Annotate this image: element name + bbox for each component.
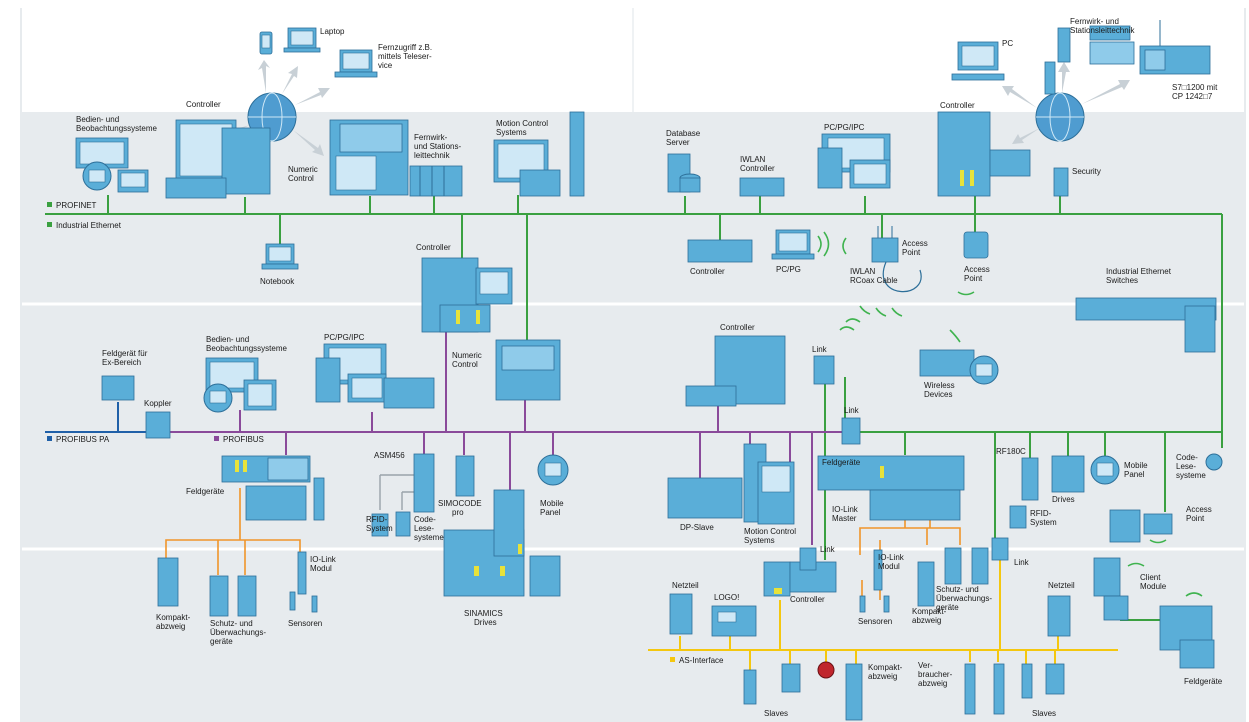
label-wireless-devices: WirelessDevices bbox=[924, 381, 955, 399]
controller-eth-device bbox=[688, 240, 752, 262]
simocode-device bbox=[456, 456, 474, 496]
label-netzteil-left: Netzteil bbox=[672, 581, 699, 590]
code-reader-right bbox=[1206, 454, 1222, 470]
label-controller-right-mid: Controller bbox=[720, 323, 755, 332]
label-netzteil-right: Netzteil bbox=[1048, 581, 1075, 590]
label-feldgeraete-mid: Feldgeräte bbox=[822, 458, 861, 467]
pc-icon bbox=[952, 42, 1004, 80]
iwlan-controller-device bbox=[740, 178, 784, 196]
label-sensoren-right: Sensoren bbox=[858, 617, 892, 626]
asm456-device bbox=[414, 454, 434, 512]
legend-profibus-pa: PROFIBUS PA bbox=[56, 435, 110, 444]
kompakt-left-device bbox=[158, 558, 178, 606]
link-a-device bbox=[814, 356, 834, 384]
label-dp-slave: DP-Slave bbox=[680, 523, 714, 532]
label-laptop: Laptop bbox=[320, 27, 345, 36]
profinet-marker bbox=[47, 202, 52, 207]
label-link-d: Link bbox=[1014, 558, 1030, 567]
label-logo: LOGO! bbox=[714, 593, 739, 602]
label-rf180c: RF180C bbox=[996, 447, 1026, 456]
rf180c-device bbox=[1022, 458, 1038, 500]
label-asm456: ASM456 bbox=[374, 451, 405, 460]
numeric-control-top bbox=[330, 120, 408, 195]
internet-globe-right bbox=[1036, 93, 1084, 141]
pc-pg-ipc-top bbox=[818, 134, 890, 188]
laptop-icon bbox=[284, 28, 320, 52]
as-interface-marker bbox=[670, 657, 675, 662]
legend-as-interface: AS-Interface bbox=[679, 656, 724, 665]
link-c-device bbox=[800, 548, 816, 570]
drives-device bbox=[1052, 456, 1084, 492]
label-security: Security bbox=[1072, 167, 1101, 176]
profibus-pa-marker bbox=[47, 436, 52, 441]
numeric-control-mid bbox=[496, 340, 560, 400]
pc-pg-icon bbox=[772, 230, 814, 259]
label-io-link-master: IO-LinkMaster bbox=[832, 505, 859, 523]
netzteil-left-device bbox=[670, 594, 692, 634]
controller-top-left bbox=[166, 120, 270, 198]
label-controller-mid: Controller bbox=[416, 243, 451, 252]
label-koppler: Koppler bbox=[144, 399, 172, 408]
rfid-right-device bbox=[1010, 506, 1026, 528]
code-reader-left bbox=[396, 512, 410, 536]
legend-industrial-ethernet: Industrial Ethernet bbox=[56, 221, 122, 230]
label-controller-top-left: Controller bbox=[186, 100, 221, 109]
dp-slave-device bbox=[668, 478, 742, 518]
legend-profinet: PROFINET bbox=[56, 201, 97, 210]
label-controller-low: Controller bbox=[790, 595, 825, 604]
label-slaves-b: Slaves bbox=[1032, 709, 1056, 718]
profibus-marker bbox=[214, 436, 219, 441]
link-d-device bbox=[992, 538, 1008, 560]
label-feldgeraet-ex: Feldgerät fürEx-Bereich bbox=[102, 349, 148, 367]
field-device-ex bbox=[102, 376, 134, 400]
logo-device bbox=[712, 606, 756, 636]
as-i-slave bbox=[744, 670, 756, 704]
label-pc-pg-ipc-mid: PC/PG/IPC bbox=[324, 333, 365, 342]
label-controller-top-right: Controller bbox=[940, 101, 975, 110]
label-controller-eth: Controller bbox=[690, 267, 725, 276]
mobile-panel-left-device bbox=[538, 455, 568, 485]
fernwirk-rack-left bbox=[410, 166, 462, 196]
io-link-modul-left-device bbox=[298, 552, 306, 594]
label-link-c: Link bbox=[820, 545, 836, 554]
label-slaves-a: Slaves bbox=[764, 709, 788, 718]
mobile-panel-right-device bbox=[1091, 456, 1119, 484]
koppler-device bbox=[146, 412, 170, 438]
emergency-stop-icon bbox=[818, 662, 834, 678]
label-feldgeraete-left: Feldgeräte bbox=[186, 487, 225, 496]
kompakt-right-device bbox=[918, 562, 934, 606]
label-pc-pg: PC/PG bbox=[776, 265, 801, 274]
legend-profibus: PROFIBUS bbox=[223, 435, 264, 444]
security-module bbox=[1054, 168, 1068, 196]
access-point-b-device bbox=[964, 232, 988, 258]
label-drives: Drives bbox=[1052, 495, 1075, 504]
as-i-slave bbox=[782, 664, 800, 692]
label-feldgeraete-right: Feldgeräte bbox=[1184, 677, 1223, 686]
ethernet-marker bbox=[47, 222, 52, 227]
netzteil-right-device bbox=[1048, 596, 1070, 636]
label-link-b: Link bbox=[844, 406, 860, 415]
notebook-icon bbox=[262, 244, 298, 269]
laptop-teleservice-icon bbox=[335, 50, 377, 77]
label-notebook: Notebook bbox=[260, 277, 295, 286]
label-pc: PC bbox=[1002, 39, 1013, 48]
link-b-device bbox=[842, 418, 860, 444]
label-pc-pg-ipc-top: PC/PG/IPC bbox=[824, 123, 865, 132]
label-link-a: Link bbox=[812, 345, 828, 354]
label-sensoren-left: Sensoren bbox=[288, 619, 322, 628]
as-i-slave bbox=[846, 664, 862, 720]
mobile-phone-icon bbox=[260, 32, 272, 54]
